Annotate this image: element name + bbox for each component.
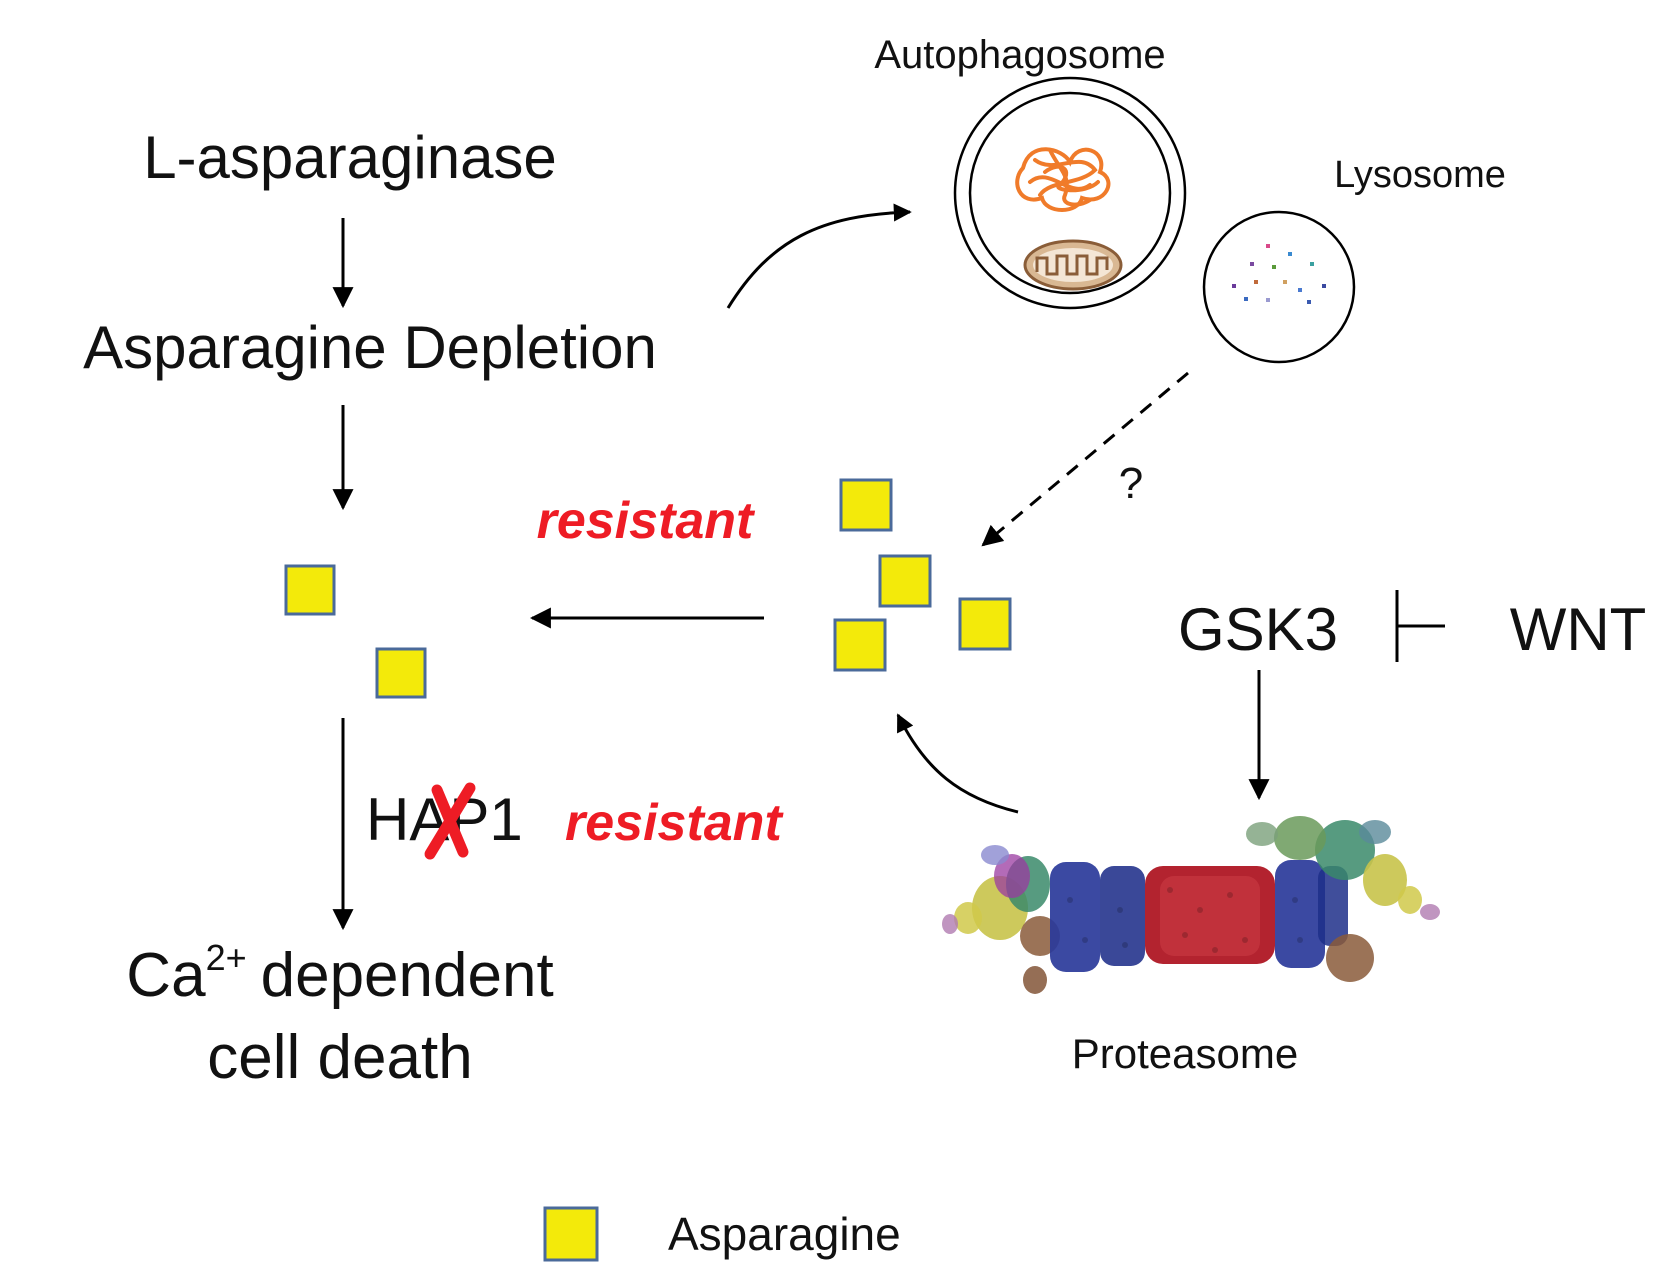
dashed-arrow-lysosome-to-asparagine [981,371,1189,547]
asparagine-square [375,647,427,699]
resistant-hap1-label: resistant [565,794,784,852]
asparagine-square [284,564,336,616]
asparagine-depletion-label: Asparagine Depletion [83,314,657,381]
ca-label: Ca [126,941,206,1010]
protein-aggregate-icon [1015,147,1111,212]
ca-dependent-label: Ca2+ dependent [126,937,553,1010]
asparagine-square [833,618,887,672]
proteasome-structure-icon [942,816,1440,994]
wnt-inhibits-gsk3 [1395,590,1445,662]
cell-death-label: cell death [207,1023,472,1092]
arrow-proteasome-to-asparagine [896,713,1019,814]
asparagine-square [958,597,1012,651]
red-x-icon [424,782,476,860]
legend-asparagine-swatch [543,1206,599,1262]
asparagine-square [878,554,932,608]
l-asparaginase-label: L-asparaginase [143,124,557,191]
mitochondrion-icon [1023,239,1123,291]
lysosome-label: Lysosome [1334,154,1506,196]
question-mark-label: ? [1119,459,1143,508]
legend-asparagine-label: Asparagine [668,1208,901,1260]
dependent-label: dependent [261,941,554,1010]
autophagosome [953,76,1187,310]
gsk3-label: GSK3 [1178,596,1338,663]
resistant-top-label: resistant [537,492,756,550]
proteasome-label: Proteasome [1072,1030,1298,1077]
wnt-label: WNT [1510,596,1647,663]
legend: Asparagine [543,1206,901,1262]
lysosome [1202,210,1356,364]
arrow-depletion-to-autophagosome [726,203,912,309]
ca-superscript: 2+ [206,937,247,978]
asparagine-square [839,478,893,532]
autophagosome-label: Autophagosome [874,33,1165,77]
